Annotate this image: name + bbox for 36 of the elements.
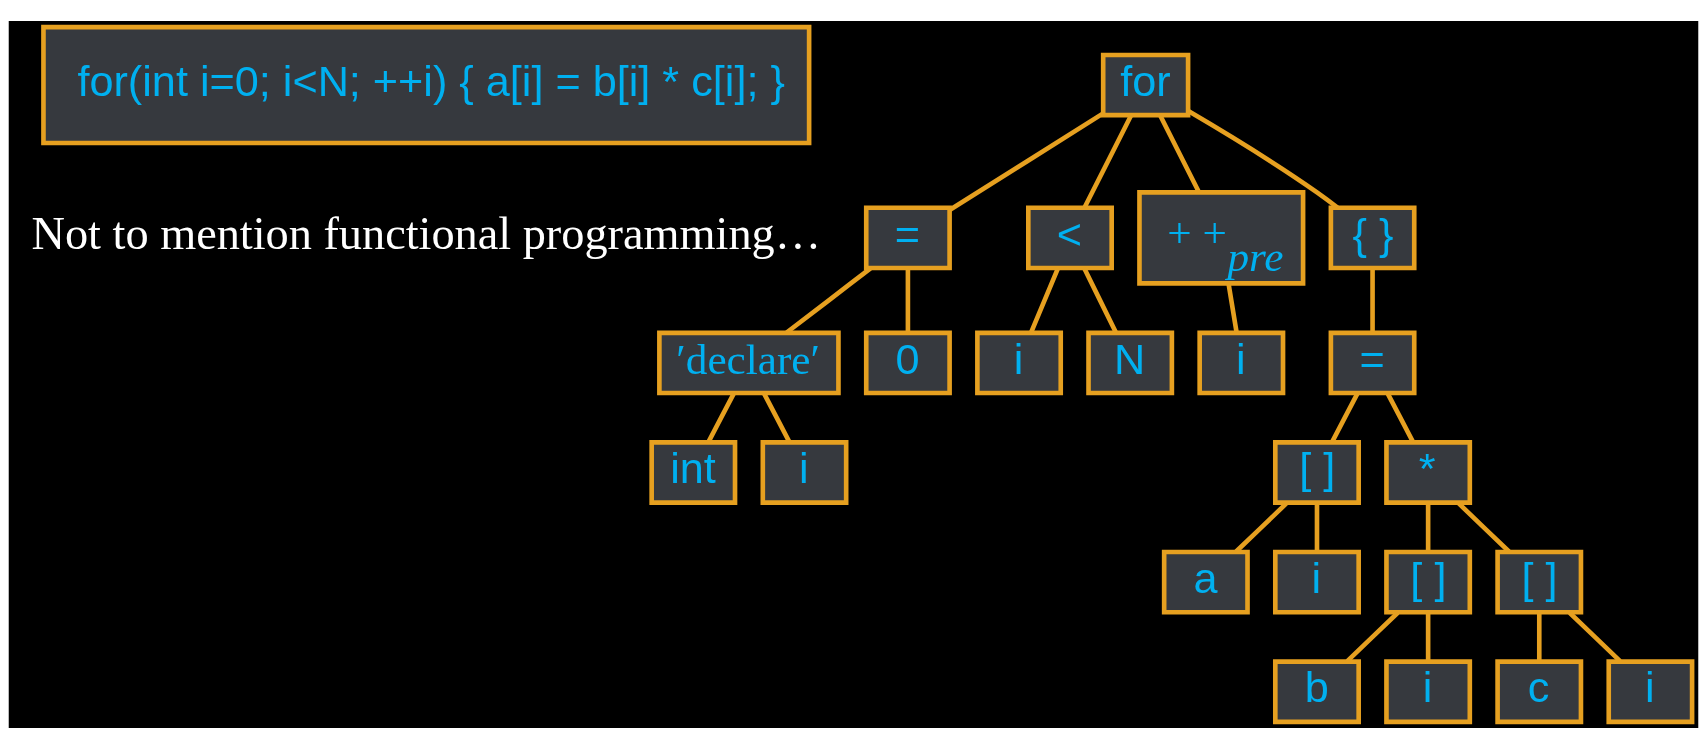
node-box: int: [649, 439, 738, 505]
node-box: a: [1161, 549, 1250, 615]
connector: [1536, 612, 1542, 661]
connector: [762, 392, 792, 443]
label: Not to mention functional programming…: [31, 207, 822, 259]
node-box: 0: [863, 330, 952, 395]
node-box: { }: [1328, 204, 1417, 270]
node-box: b: [1273, 658, 1361, 724]
node-box: i: [975, 330, 1064, 395]
connector: [706, 392, 736, 443]
node-box: =: [1328, 330, 1417, 395]
connector: [1370, 267, 1375, 333]
node-box: c: [1495, 658, 1584, 724]
connector: [1425, 612, 1431, 661]
node-box: [ ]: [1273, 439, 1361, 505]
connector: [1385, 392, 1415, 443]
connector: [948, 110, 1105, 212]
node-box: i: [760, 439, 849, 505]
node-box: i: [1606, 658, 1695, 724]
connector: [1425, 502, 1431, 551]
node-box: i: [1197, 330, 1286, 395]
node-box: [ ]: [1495, 549, 1584, 615]
node-box: for(int i=0; i<N; ++i) { a[i] = b[i] * c[i]; }: [41, 24, 812, 145]
connector: [905, 267, 911, 333]
node-box: <: [1026, 204, 1114, 270]
node-box: =: [863, 204, 952, 270]
node-box: N: [1086, 330, 1175, 395]
node-box: *: [1384, 439, 1473, 505]
connector: [1330, 392, 1360, 443]
node-box: for: [1100, 52, 1191, 117]
connector: [1226, 282, 1239, 333]
node-box: i: [1384, 658, 1473, 724]
node-box: ′declare′: [657, 330, 841, 395]
node-box: i: [1273, 549, 1361, 615]
connector: [1314, 502, 1320, 551]
node-box: [ ]: [1384, 549, 1473, 615]
